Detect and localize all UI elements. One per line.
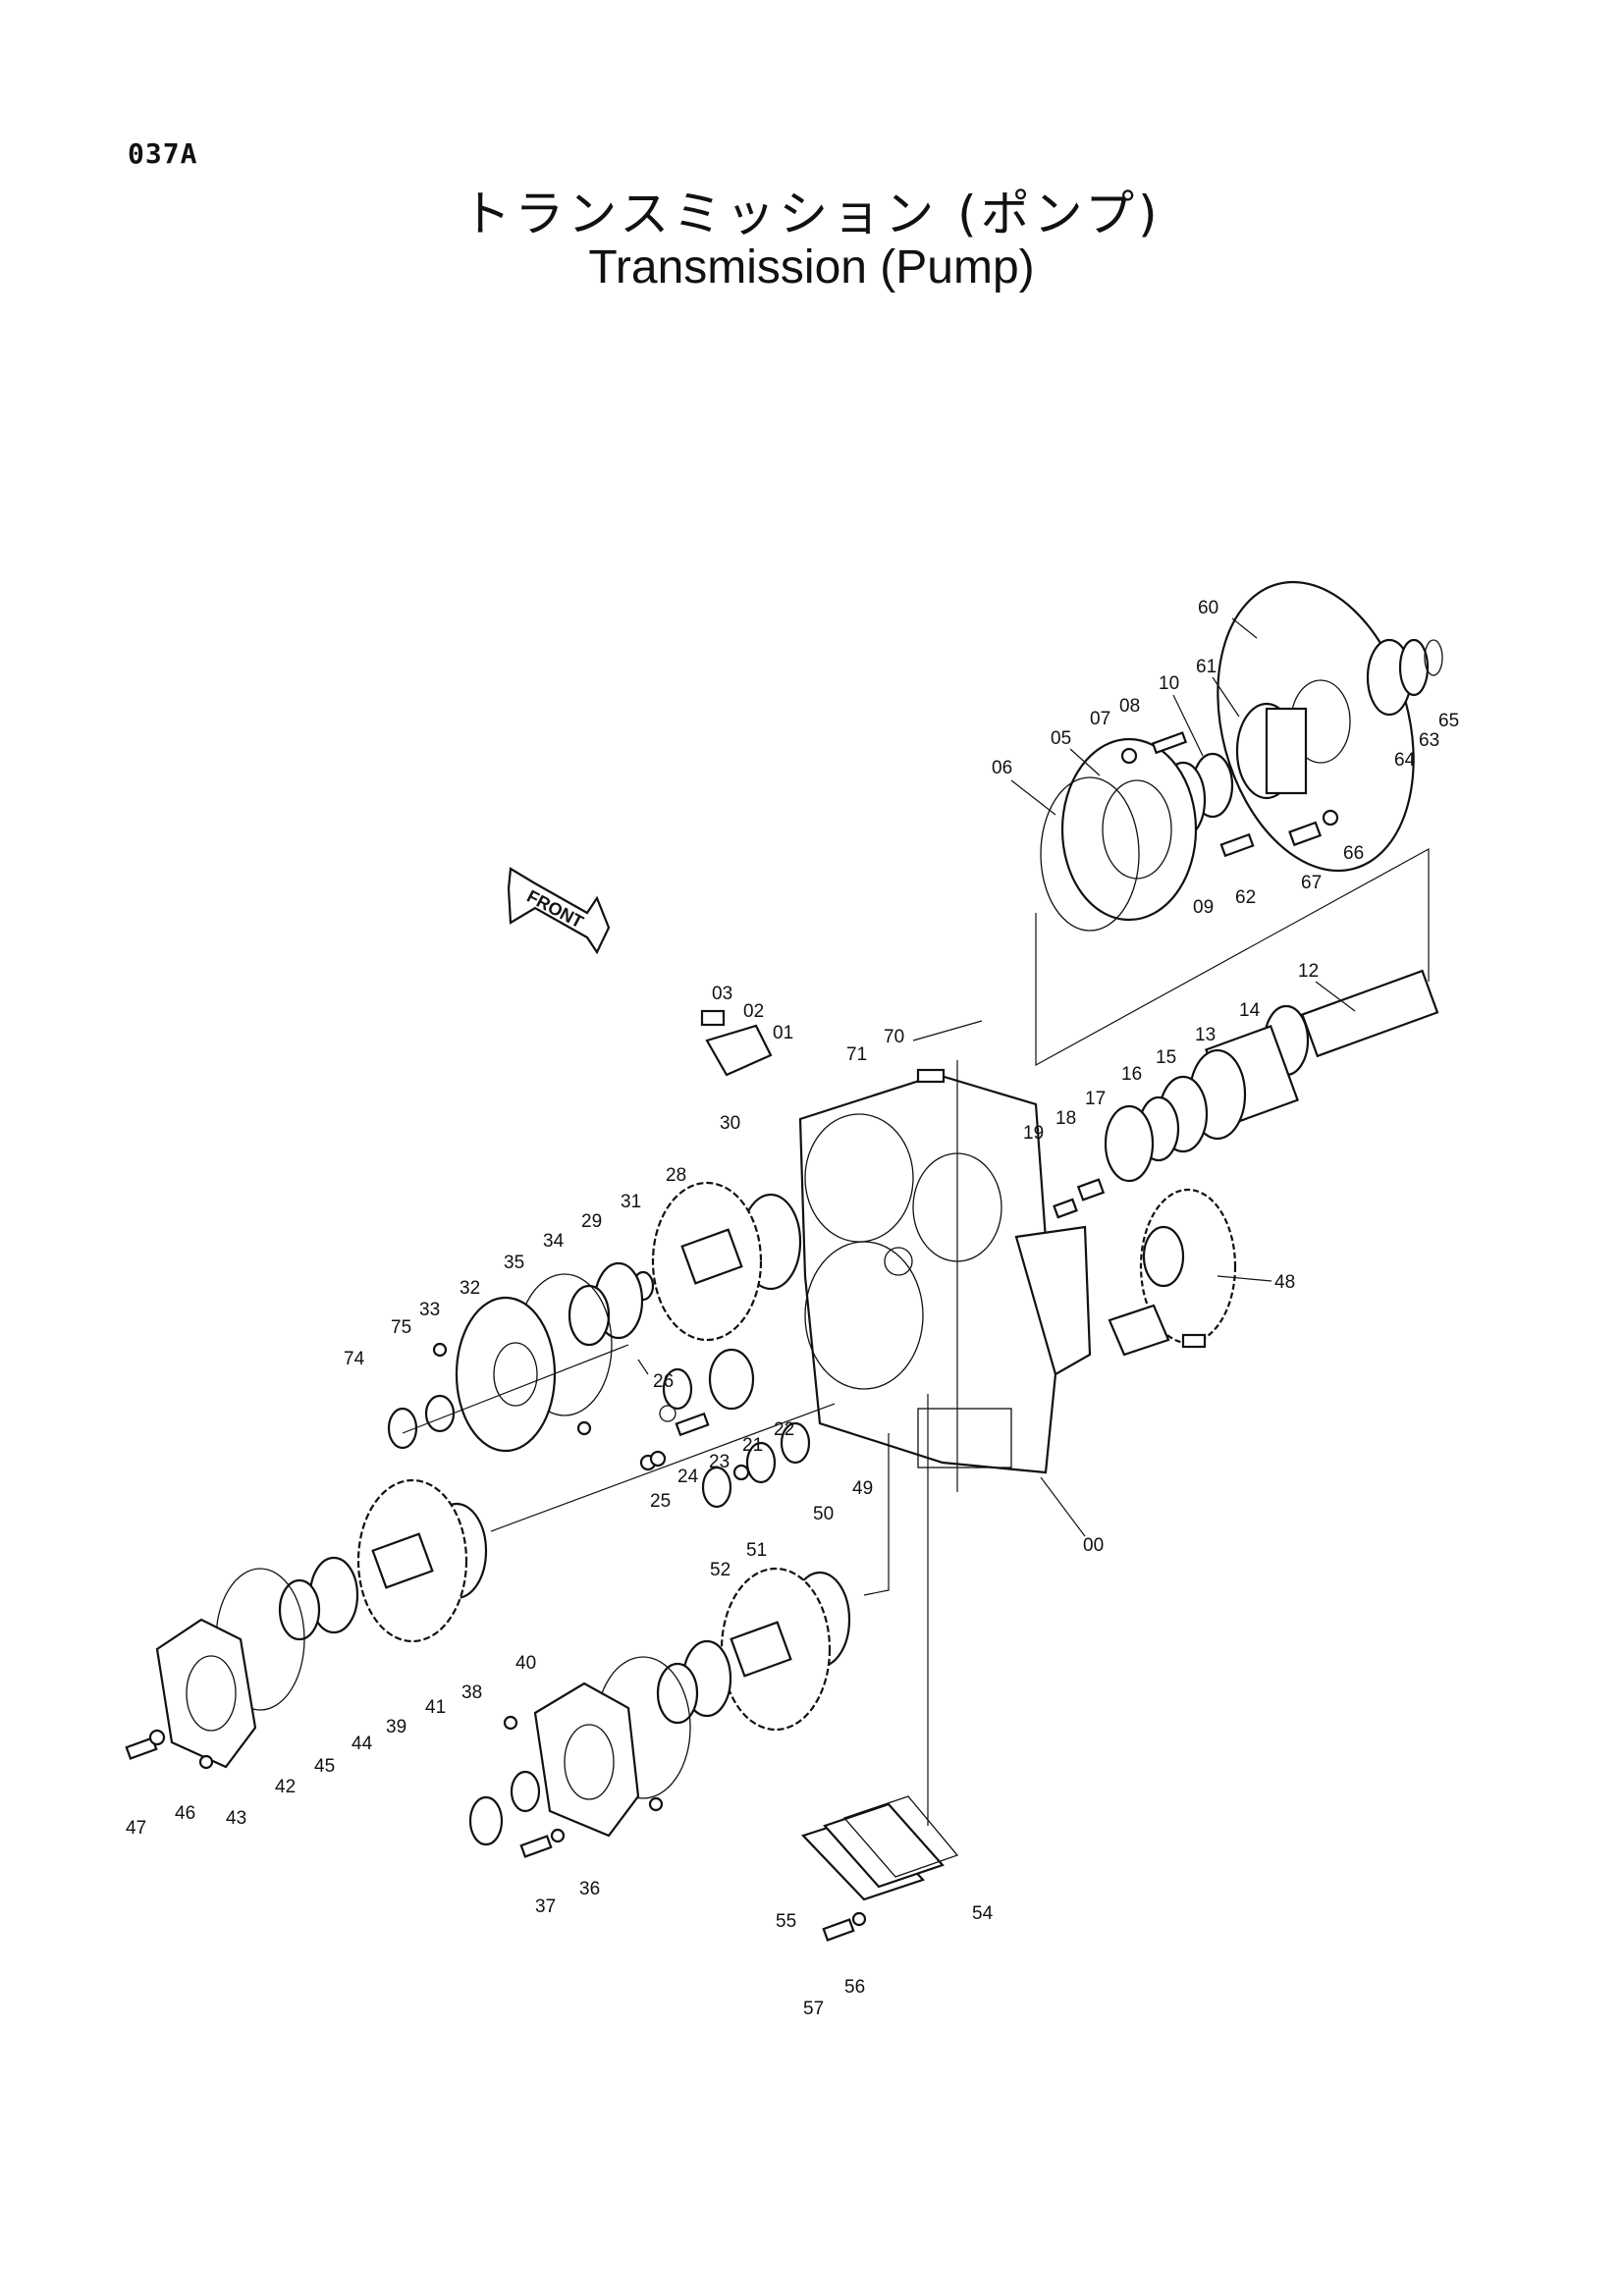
label-75-upper: 75 [391, 1317, 411, 1338]
label-62: 62 [1235, 887, 1256, 908]
flex-plate-group [1040, 580, 1443, 932]
label-24: 24 [677, 1467, 699, 1487]
label-34-upper: 34 [543, 1231, 565, 1252]
gear-48 [1139, 1188, 1237, 1345]
label-37: 37 [535, 1896, 556, 1917]
label-55: 55 [776, 1911, 796, 1932]
label-63: 63 [1419, 730, 1439, 751]
label-67: 67 [1301, 873, 1322, 893]
label-54: 54 [972, 1903, 994, 1924]
label-71: 71 [846, 1044, 867, 1065]
label-01-top: 01 [773, 1023, 793, 1043]
label-43: 43 [226, 1808, 246, 1829]
label-61: 61 [1196, 657, 1217, 677]
label-57: 57 [803, 1999, 824, 2019]
label-66: 66 [1343, 843, 1364, 864]
label-17: 17 [1085, 1089, 1106, 1109]
label-18: 18 [1055, 1108, 1076, 1129]
label-15: 15 [1156, 1047, 1176, 1068]
label-48: 48 [1274, 1272, 1295, 1293]
label-49-a: 49 [852, 1478, 873, 1499]
label-74-upper: 74 [344, 1349, 365, 1369]
label-02-top: 02 [743, 1001, 764, 1022]
label-51: 51 [746, 1540, 767, 1561]
label-64: 64 [1394, 750, 1416, 771]
label-07: 07 [1090, 709, 1110, 729]
gear-group-lower [468, 1567, 851, 1858]
part-number-labels: 60 65 61 63 64 10 08 07 05 06 09 62 67 6… [126, 598, 1459, 2019]
label-60: 60 [1198, 598, 1218, 618]
gear-group-left [125, 1478, 488, 1770]
label-06: 06 [992, 758, 1012, 778]
label-10: 10 [1159, 673, 1179, 694]
label-05: 05 [1051, 728, 1071, 749]
transmission-case [700, 1009, 1207, 1474]
label-39: 39 [386, 1717, 406, 1737]
label-14: 14 [1239, 1000, 1261, 1021]
label-56: 56 [844, 1977, 865, 1998]
label-38: 38 [461, 1682, 482, 1703]
label-33-upper: 33 [419, 1300, 440, 1320]
label-09: 09 [1193, 897, 1214, 918]
label-29-upper: 29 [581, 1211, 602, 1232]
assembly-lines [402, 847, 1430, 1826]
label-23: 23 [709, 1452, 730, 1472]
label-44: 44 [352, 1734, 373, 1754]
label-70: 70 [884, 1027, 904, 1047]
pump-small-parts [639, 1348, 811, 1509]
page-code: 037A [128, 137, 198, 170]
label-22: 22 [774, 1419, 794, 1440]
title-japanese: トランスミッション (ポンプ) [461, 186, 1162, 242]
label-16: 16 [1121, 1064, 1142, 1085]
label-52: 52 [710, 1560, 730, 1580]
label-35-upper: 35 [504, 1253, 524, 1273]
label-65: 65 [1438, 711, 1459, 731]
label-36: 36 [579, 1879, 600, 1899]
label-08: 08 [1119, 696, 1140, 717]
input-shaft-group [1053, 969, 1439, 1219]
label-50: 50 [813, 1504, 834, 1524]
label-12: 12 [1298, 961, 1319, 982]
label-31-upper: 31 [621, 1192, 641, 1212]
label-03-top: 03 [712, 984, 732, 1004]
label-19: 19 [1023, 1123, 1044, 1144]
label-47: 47 [126, 1818, 146, 1839]
label-46: 46 [175, 1803, 195, 1824]
label-00: 00 [1083, 1535, 1104, 1556]
title-english: Transmission (Pump) [588, 241, 1035, 294]
label-28-upper: 28 [666, 1165, 686, 1186]
label-41: 41 [425, 1697, 446, 1718]
label-26: 26 [653, 1371, 674, 1392]
label-40: 40 [515, 1653, 536, 1674]
label-42: 42 [275, 1777, 296, 1797]
cover-plate-group [800, 1795, 959, 1942]
label-32-upper: 32 [460, 1278, 480, 1299]
label-13: 13 [1195, 1025, 1216, 1045]
label-25: 25 [650, 1491, 671, 1512]
label-21: 21 [742, 1435, 763, 1456]
front-arrow: FRONT [507, 867, 611, 955]
label-30-upper: 30 [720, 1113, 740, 1134]
label-45: 45 [314, 1756, 335, 1777]
